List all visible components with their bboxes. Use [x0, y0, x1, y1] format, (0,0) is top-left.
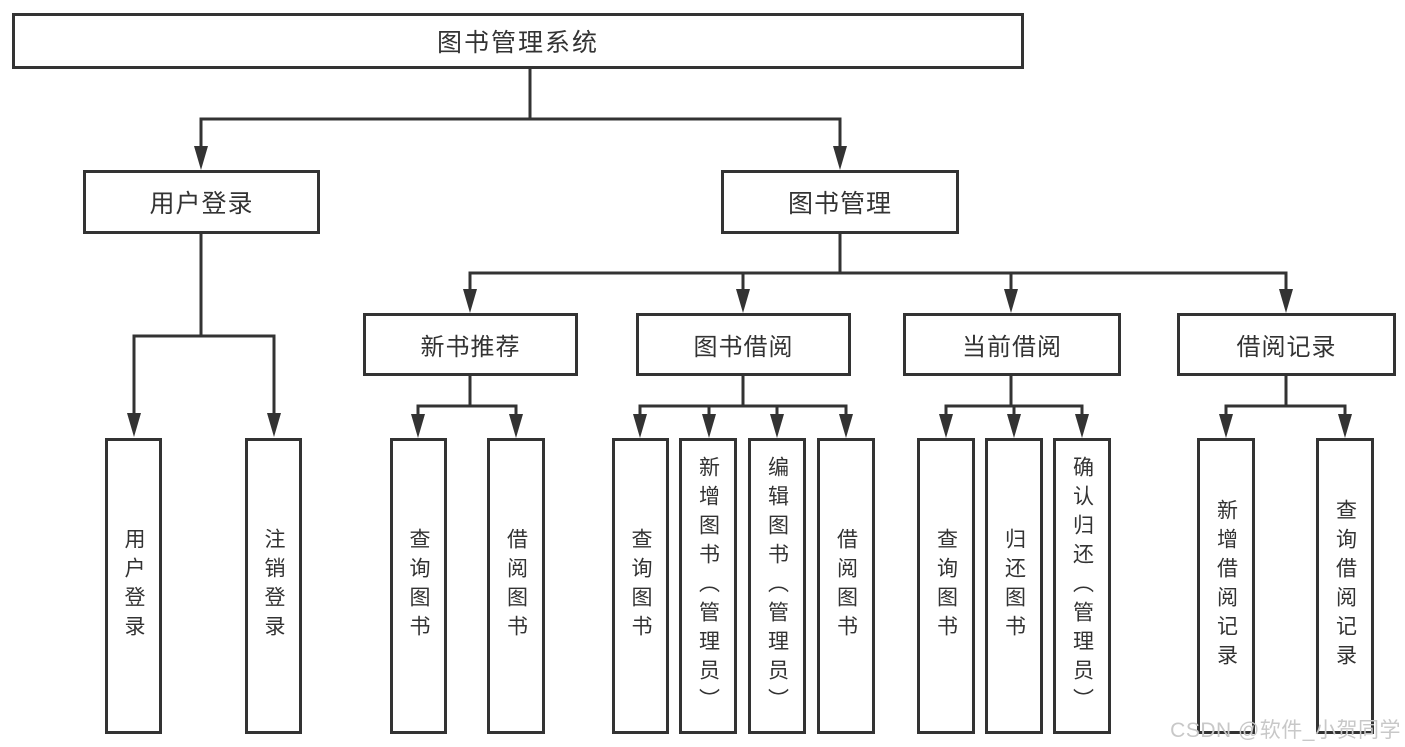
node-book-borrowing-label: 图书借阅 — [693, 334, 794, 361]
leaf-return-books: 归还图书 — [985, 438, 1043, 734]
leaf-add-books-admin: 新增图书（管理员） — [679, 438, 737, 734]
leaf-query-books-current: 查询图书 — [917, 438, 975, 734]
node-library-system-label: 图书管理系统 — [436, 29, 599, 57]
leaf-borrow-books-recommend-label: 借阅图书 — [504, 528, 528, 644]
leaf-logout-login-label: 注销登录 — [262, 528, 285, 644]
node-library-system: 图书管理系统 — [12, 13, 1024, 69]
leaf-borrow-books-borrow: 借阅图书 — [817, 438, 875, 734]
leaf-query-books-current-label: 查询图书 — [934, 528, 958, 644]
csdn-watermark: CSDN @软件_小贺同学 — [1170, 719, 1401, 742]
leaf-user-login: 用户登录 — [105, 438, 162, 734]
node-book-borrowing: 图书借阅 — [636, 313, 851, 376]
leaf-query-books-borrow-label: 查询图书 — [629, 528, 652, 644]
leaf-query-books-borrow: 查询图书 — [612, 438, 669, 734]
leaf-logout-login: 注销登录 — [245, 438, 302, 734]
node-borrowing-records-label: 借阅记录 — [1236, 334, 1337, 361]
leaf-add-books-admin-label: 新增图书（管理员） — [696, 455, 720, 717]
leaf-borrow-books-recommend: 借阅图书 — [487, 438, 545, 734]
leaf-edit-books-admin: 编辑图书（管理员） — [748, 438, 806, 734]
leaf-query-borrow-record-label: 查询借阅记录 — [1333, 499, 1357, 673]
leaf-query-books-recommend-label: 查询图书 — [407, 528, 430, 644]
leaf-confirm-return-admin: 确认归还（管理员） — [1053, 438, 1111, 734]
node-new-book-recommend: 新书推荐 — [363, 313, 578, 376]
node-new-book-recommend-label: 新书推荐 — [420, 334, 521, 361]
leaf-edit-books-admin-label: 编辑图书（管理员） — [765, 455, 789, 717]
node-book-management: 图书管理 — [721, 170, 959, 234]
leaf-user-login-label: 用户登录 — [122, 528, 145, 644]
leaf-add-borrow-record: 新增借阅记录 — [1197, 438, 1255, 734]
leaf-add-borrow-record-label: 新增借阅记录 — [1214, 499, 1238, 673]
leaf-query-books-recommend: 查询图书 — [390, 438, 447, 734]
leaf-confirm-return-admin-label: 确认归还（管理员） — [1070, 455, 1094, 717]
leaf-borrow-books-borrow-label: 借阅图书 — [834, 528, 858, 644]
arrowheads — [127, 146, 1352, 438]
node-user-login-group: 用户登录 — [83, 170, 320, 234]
node-borrowing-records: 借阅记录 — [1177, 313, 1396, 376]
node-book-management-label: 图书管理 — [787, 190, 892, 218]
node-current-borrowing: 当前借阅 — [903, 313, 1121, 376]
leaf-return-books-label: 归还图书 — [1002, 528, 1026, 644]
node-user-login-group-label: 用户登录 — [149, 190, 254, 218]
node-current-borrowing-label: 当前借阅 — [962, 334, 1062, 361]
leaf-query-borrow-record: 查询借阅记录 — [1316, 438, 1374, 734]
